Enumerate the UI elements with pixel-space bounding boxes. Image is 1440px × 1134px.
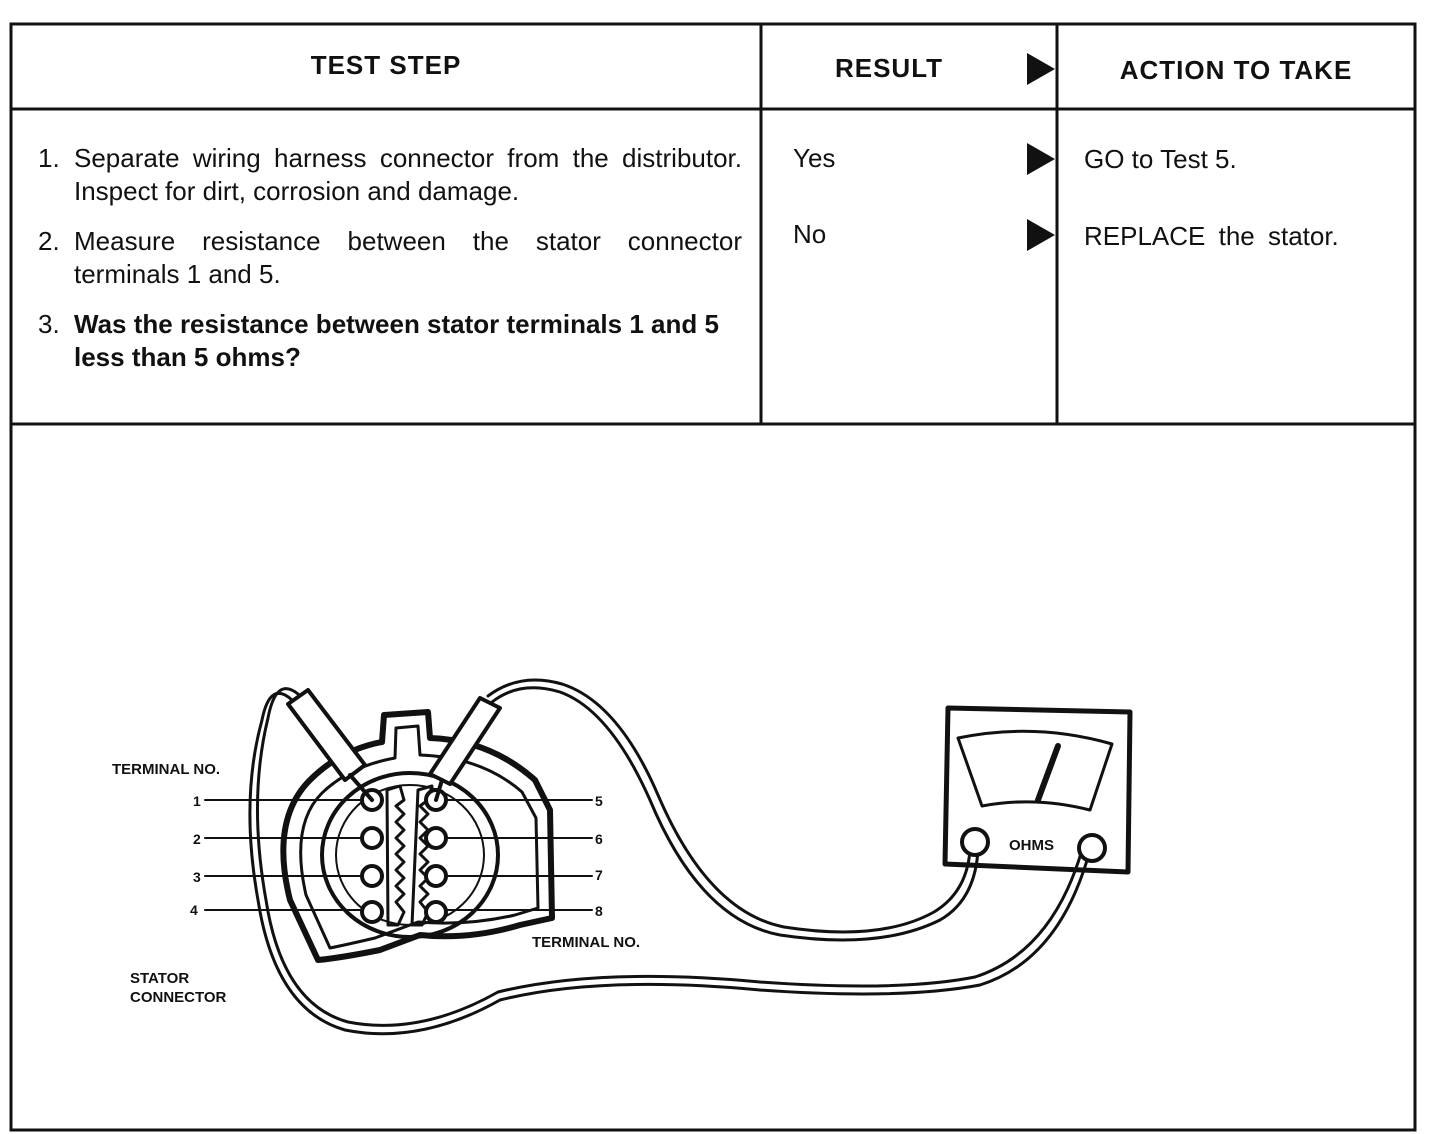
header-test-step: TEST STEP bbox=[310, 50, 462, 80]
yes-arrow-icon bbox=[1027, 143, 1055, 175]
step-text: Was the resistance between stator termin… bbox=[74, 309, 719, 372]
result-yes: Yes bbox=[793, 143, 836, 173]
action-yes: GO to Test 5. bbox=[1084, 144, 1237, 174]
step-text: Separate wiring harness connector from t… bbox=[74, 143, 742, 206]
action-no: REPLACE the stator. bbox=[1084, 221, 1339, 251]
no-arrow-icon bbox=[1027, 219, 1055, 251]
step-number: 3. bbox=[38, 309, 60, 339]
result-arrow-icon bbox=[1027, 53, 1055, 85]
result-no: No bbox=[793, 219, 827, 249]
step-item: 3. Was the resistance between stator ter… bbox=[12, 308, 742, 374]
step-item: 2. Measure resistance between the stator… bbox=[12, 225, 742, 291]
step-item: 1. Separate wiring harness connector fro… bbox=[12, 142, 742, 208]
header-result: RESULT bbox=[834, 53, 944, 83]
header-action: ACTION TO TAKE bbox=[1119, 55, 1353, 85]
step-number: 2. bbox=[38, 226, 60, 256]
step-text: Measure resistance between the stator co… bbox=[74, 226, 742, 289]
test-steps: 1. Separate wiring harness connector fro… bbox=[12, 142, 742, 391]
step-number: 1. bbox=[38, 143, 60, 173]
